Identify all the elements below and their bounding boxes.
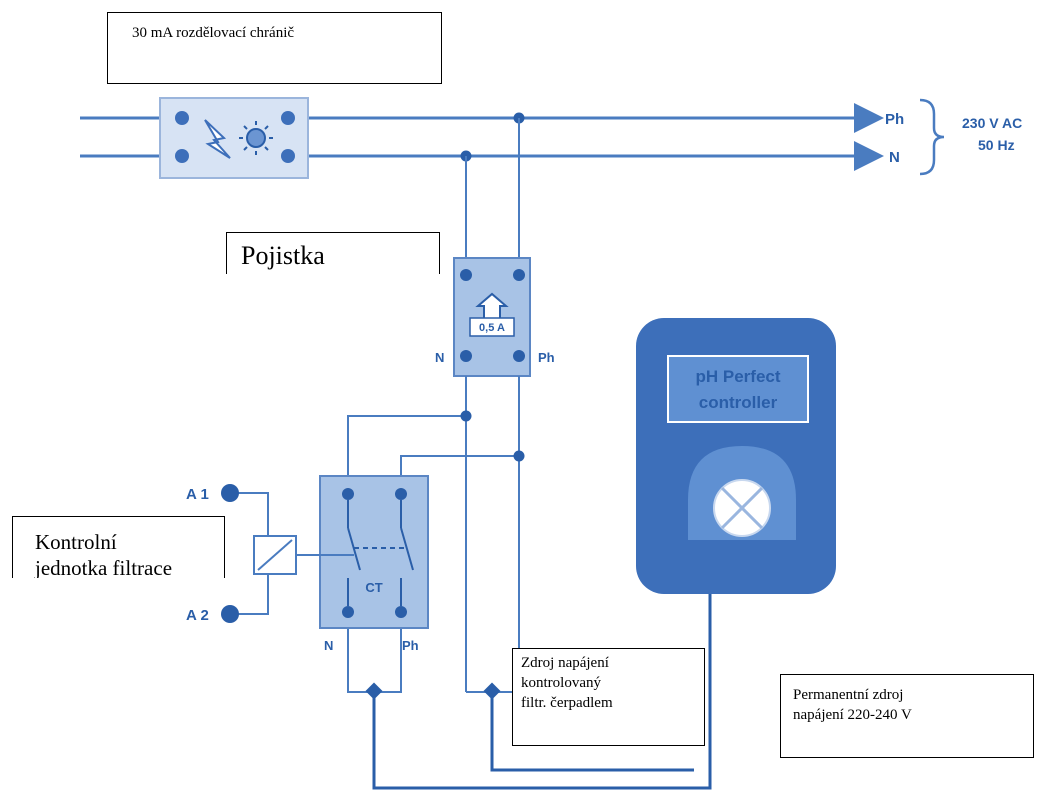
terminal-a2	[221, 605, 239, 623]
supply-voltage: 230 V AC	[962, 115, 1022, 131]
terminal-a1	[221, 484, 239, 502]
callout-controlled-supply-line3: filtr. čerpadlem	[521, 695, 613, 711]
callout-permanent-supply-line1: Permanentní zdroj	[793, 687, 904, 703]
fuse-arrow-icon	[475, 292, 509, 318]
terminal-a2-label: A 2	[186, 607, 209, 624]
contactor-device: CT	[319, 475, 429, 629]
fuse-n-label: N	[435, 350, 444, 365]
lightning-icon	[204, 119, 231, 159]
contactor-ph-label: Ph	[402, 638, 419, 653]
callout-controlled-supply-line2: kontrolovaný	[521, 675, 601, 691]
fuse-rating: 0,5 A	[479, 322, 505, 334]
controller-title-line2: controller	[699, 393, 778, 412]
ph-controller-device: pH Perfect controller	[636, 318, 836, 594]
n-line-label: N	[889, 149, 900, 166]
callout-control-unit: Kontrolní jednotka filtrace	[12, 516, 225, 578]
contactor-n-label: N	[324, 638, 333, 653]
controller-title-line1: pH Perfect	[695, 367, 780, 386]
lamp-icon	[713, 479, 771, 537]
fuse-device: 0,5 A	[453, 257, 531, 377]
callout-permanent-supply: Permanentní zdroj napájení 220-240 V	[780, 674, 1034, 758]
callout-control-unit-line1: Kontrolní	[35, 530, 117, 554]
callout-control-unit-line2: jednotka filtrace	[35, 556, 173, 578]
callout-controlled-supply: Zdroj napájení kontrolovaný filtr. čerpa…	[512, 648, 705, 746]
sun-icon	[239, 121, 273, 155]
coil-relay	[230, 492, 354, 615]
callout-rcd: 30 mA rozdělovací chránič	[107, 12, 442, 84]
supply-bracket	[919, 98, 945, 176]
callout-fuse: Pojistka	[226, 232, 440, 274]
supply-frequency: 50 Hz	[978, 137, 1015, 153]
rcd-device	[159, 97, 309, 179]
callout-permanent-supply-line2: napájení 220-240 V	[793, 707, 912, 723]
ph-line-label: Ph	[885, 111, 904, 128]
fuse-ph-label: Ph	[538, 350, 555, 365]
callout-controlled-supply-line1: Zdroj napájení	[521, 655, 609, 671]
callout-fuse-text: Pojistka	[241, 241, 325, 270]
terminal-a1-label: A 1	[186, 486, 209, 503]
callout-rcd-text: 30 mA rozdělovací chránič	[132, 25, 295, 41]
contactor-name: CT	[365, 580, 382, 595]
